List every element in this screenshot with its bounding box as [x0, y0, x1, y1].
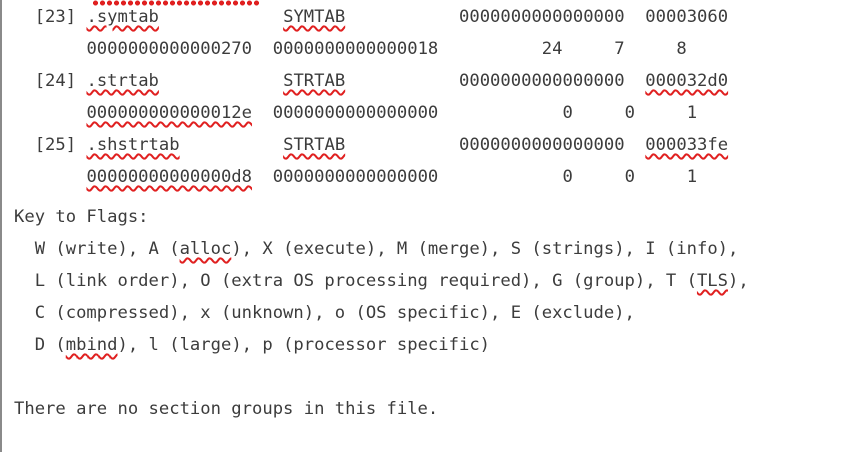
section-info: 7: [614, 39, 625, 59]
section-align: 8: [676, 39, 687, 59]
flags-key-line: D (mbind), l (large), p (processor speci…: [14, 334, 490, 356]
flags-text: C (compressed), x (unknown), o (OS speci…: [14, 303, 635, 323]
section-index: [23]: [34, 7, 77, 27]
section-address: 0000000000000000: [459, 135, 625, 155]
flags-text: mbind: [65, 335, 118, 355]
section-align: 1: [686, 103, 698, 123]
section-name: .symtab: [86, 7, 159, 27]
section-address: 0000000000000000: [459, 71, 625, 91]
section-link: 0: [562, 103, 573, 123]
section-link: 24: [541, 39, 563, 59]
section-name: .shstrtab: [86, 135, 180, 155]
section-info: 0: [624, 167, 635, 187]
flags-text: W (write), A (: [14, 239, 180, 259]
section-entsize: 0000000000000000: [272, 103, 439, 123]
section-offset: 000033fe: [645, 135, 729, 155]
section-row-25-line1: [25] .shstrtab STRTAB 0000000000000000 0…: [14, 134, 728, 156]
flags-text: D (: [14, 335, 66, 355]
flags-key-heading: Key to Flags:: [14, 207, 149, 227]
section-entsize: 0000000000000000: [272, 167, 439, 187]
section-size: 00000000000000d8: [86, 167, 253, 187]
section-row-24-line1: [24] .strtab STRTAB 0000000000000000 000…: [14, 70, 728, 92]
section-align: 1: [686, 167, 698, 187]
section-offset: 00003060: [645, 7, 729, 27]
section-row-23-line1: [23] .symtab SYMTAB 0000000000000000 000…: [14, 6, 728, 28]
section-type: STRTAB: [283, 71, 346, 91]
flags-text: alloc: [179, 239, 232, 259]
flags-key-line: L (link order), O (extra OS processing r…: [14, 270, 749, 292]
section-index: [24]: [34, 71, 77, 91]
section-row-23-line2: 0000000000000270 0000000000000018 24 7 8: [14, 38, 687, 60]
section-size: 000000000000012e: [86, 103, 253, 123]
flags-text: ), l (large), p (processor specific): [117, 335, 491, 355]
flags-key-line: C (compressed), x (unknown), o (OS speci…: [14, 302, 635, 324]
flags-text: TLS: [696, 271, 728, 291]
section-offset: 000032d0: [645, 71, 729, 91]
flags-key-line: W (write), A (alloc), X (execute), M (me…: [14, 238, 739, 260]
section-row-24-line2: 000000000000012e 0000000000000000 0 0 1: [14, 102, 697, 124]
flags-text: ), X (execute), M (merge), S (strings), …: [231, 239, 739, 259]
section-name: .strtab: [86, 71, 159, 91]
section-index: [25]: [34, 135, 77, 155]
section-groups-message: There are no section groups in this file…: [14, 399, 439, 419]
section-info: 0: [624, 103, 635, 123]
section-size: 0000000000000270: [86, 39, 253, 59]
section-link: 0: [562, 167, 573, 187]
section-address: 0000000000000000: [459, 7, 625, 27]
section-type: STRTAB: [283, 135, 346, 155]
section-entsize: 0000000000000018: [272, 39, 439, 59]
section-row-25-line2: 00000000000000d8 0000000000000000 0 0 1: [14, 166, 697, 188]
flags-text: ),: [728, 271, 749, 291]
flags-text: L (link order), O (extra OS processing r…: [14, 271, 697, 291]
section-type: SYMTAB: [283, 7, 346, 27]
spellcheck-underline: [92, 0, 260, 6]
